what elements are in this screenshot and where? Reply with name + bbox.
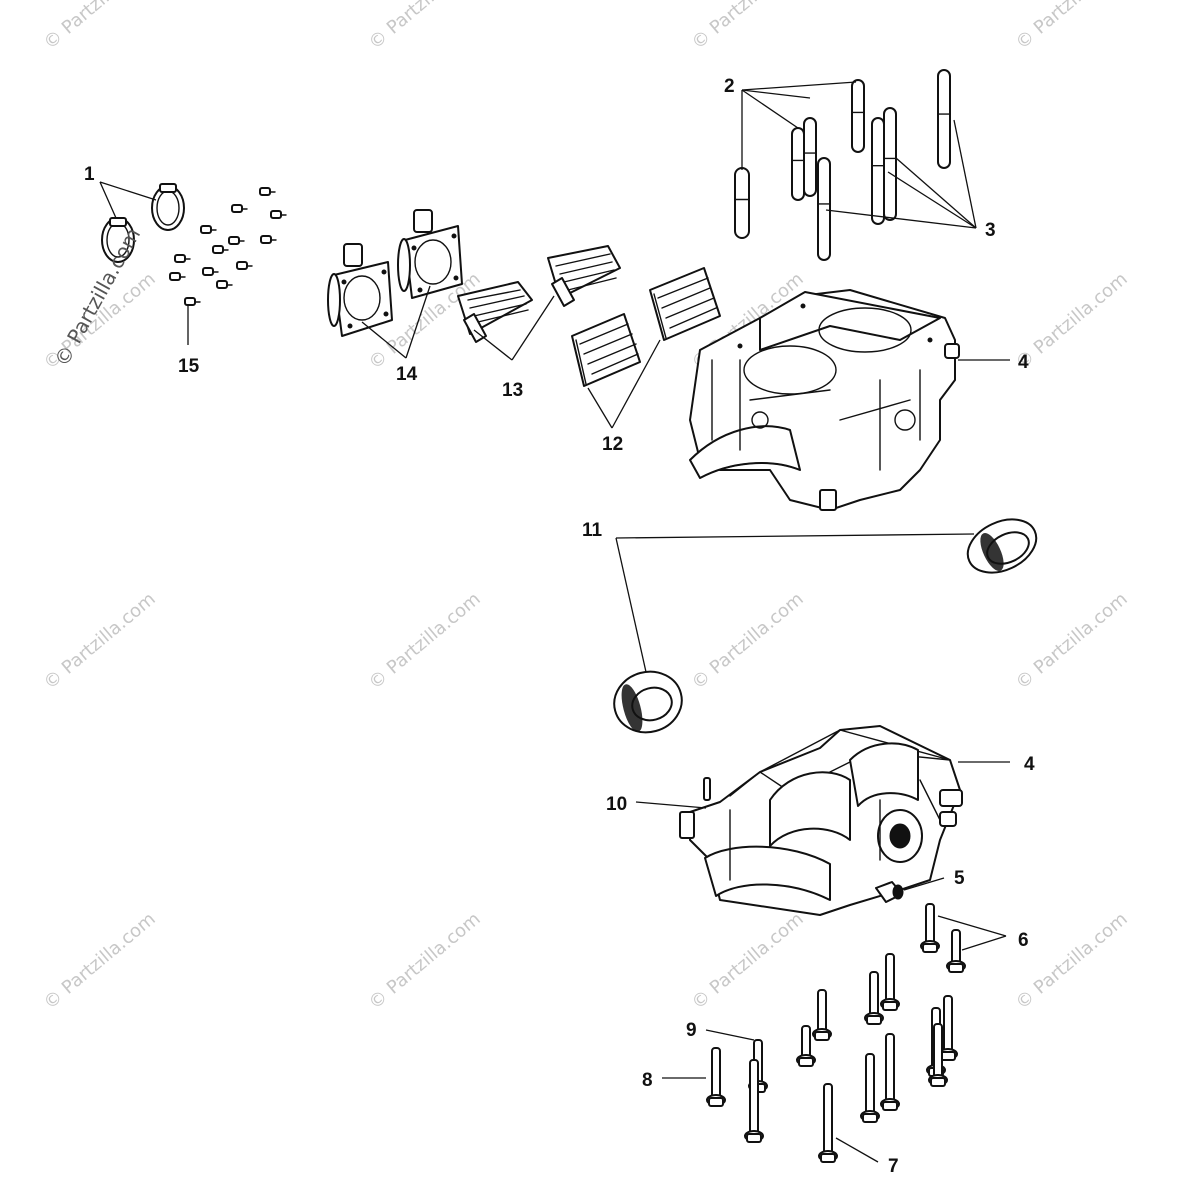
bolt-icon — [880, 1033, 900, 1111]
callout-5[interactable]: 5 — [954, 868, 965, 889]
callout-13[interactable]: 13 — [502, 380, 523, 401]
dowel-stud-group[interactable] — [734, 69, 951, 261]
callout-9[interactable]: 9 — [686, 1020, 697, 1041]
callout-6[interactable]: 6 — [1018, 930, 1029, 951]
watermark-text: © Partzilla.com — [688, 908, 808, 1013]
bolt-icon — [818, 1083, 838, 1163]
screw-icon — [260, 235, 277, 244]
screw-icon — [174, 254, 191, 263]
screw-icon — [212, 245, 229, 254]
callout-2[interactable]: 2 — [724, 76, 735, 97]
intake-flange-group[interactable] — [327, 209, 463, 337]
screw-icon — [216, 280, 233, 289]
bolt-icon — [880, 953, 900, 1011]
watermark-text: © Partzilla.com — [365, 588, 485, 693]
callout-8[interactable]: 8 — [642, 1070, 653, 1091]
stud-icon — [734, 167, 750, 239]
stud-icon — [803, 117, 817, 197]
callout-14[interactable]: 14 — [396, 364, 418, 385]
screw-icon — [228, 236, 245, 245]
reed-valve-icon — [649, 267, 721, 341]
intake-flange-icon — [327, 243, 393, 337]
bolt-icon — [812, 989, 832, 1041]
bolt-icon — [864, 971, 884, 1025]
watermark-text: © Partzilla.com — [1012, 268, 1132, 373]
reed-valve-icon — [571, 313, 641, 387]
stud-icon — [937, 69, 951, 169]
screw-icon — [200, 225, 217, 234]
bolt-icon — [706, 1047, 726, 1107]
callout-10[interactable]: 10 — [606, 794, 627, 815]
oil-seal-icon — [613, 670, 683, 734]
reed-valve-13-group[interactable] — [457, 245, 621, 343]
bolt-icon — [744, 1059, 764, 1143]
watermark-text: © Partzilla.com — [1012, 0, 1132, 54]
screw-icon — [231, 204, 248, 213]
bolt-icon — [920, 903, 940, 953]
stud-icon — [817, 157, 831, 261]
oil-seal-group[interactable] — [607, 509, 1044, 740]
bolt-icon — [796, 1025, 816, 1067]
watermark-text: © Partzilla.com — [688, 0, 808, 54]
stud-icon — [883, 107, 897, 221]
plug-icon — [875, 881, 904, 903]
screw-icon — [184, 297, 201, 306]
callout-15[interactable]: 15 — [178, 356, 200, 377]
watermark-text: © Partzilla.com — [40, 588, 160, 693]
bolt-icon — [946, 929, 966, 973]
watermark-text: © Partzilla.com — [688, 588, 808, 693]
watermark-text: © Partzilla.com — [365, 908, 485, 1013]
watermark-text: © Partzilla.com — [1012, 588, 1132, 693]
bolt-group[interactable] — [706, 903, 966, 1163]
callout-labels: 1 2 3 4 4 5 6 7 8 9 10 11 12 13 14 15 — [84, 76, 1035, 1177]
bolt-icon — [860, 1053, 880, 1123]
callout-4-lower[interactable]: 4 — [1024, 754, 1035, 775]
callout-11[interactable]: 11 — [582, 520, 603, 541]
stud-icon — [871, 117, 885, 225]
callout-7[interactable]: 7 — [888, 1156, 899, 1177]
crankcase-upper[interactable] — [689, 289, 960, 511]
screw-icon — [236, 261, 253, 270]
crankcase-icon — [679, 725, 963, 916]
plug-part[interactable] — [875, 881, 904, 903]
leader-lines — [99, 81, 1010, 1163]
screw-icon — [259, 187, 276, 196]
watermark-text: © Partzilla.com — [1012, 908, 1132, 1013]
callout-12[interactable]: 12 — [602, 434, 623, 455]
screw-icon — [202, 267, 219, 276]
callout-4-upper[interactable]: 4 — [1018, 352, 1029, 373]
reed-valve-icon — [457, 281, 533, 343]
oil-seal-icon — [966, 518, 1038, 574]
watermark-text: © Partzilla.com — [365, 0, 485, 54]
reed-valve-icon — [547, 245, 621, 307]
screw-group[interactable] — [169, 187, 287, 306]
bolt-icon — [928, 1023, 948, 1087]
callout-1[interactable]: 1 — [84, 164, 95, 185]
stud-icon — [851, 79, 865, 153]
crankcase-icon — [689, 289, 960, 511]
stud-icon — [791, 127, 805, 201]
screw-icon — [270, 210, 287, 219]
watermark-text: © Partzilla.com — [40, 0, 160, 54]
reed-valve-12-group[interactable] — [571, 267, 721, 387]
hose-clamp-icon — [101, 217, 135, 263]
crankcase-lower[interactable] — [679, 725, 963, 916]
hose-clamp-icon — [151, 183, 185, 231]
callout-3[interactable]: 3 — [985, 220, 996, 241]
hose-clamp-group[interactable] — [101, 183, 185, 263]
watermark-layer: © Partzilla.com © Partzilla.com © Partzill… — [40, 0, 1132, 1014]
intake-flange-icon — [397, 209, 463, 299]
watermark-text: © Partzilla.com — [40, 908, 160, 1013]
screw-icon — [169, 272, 186, 281]
